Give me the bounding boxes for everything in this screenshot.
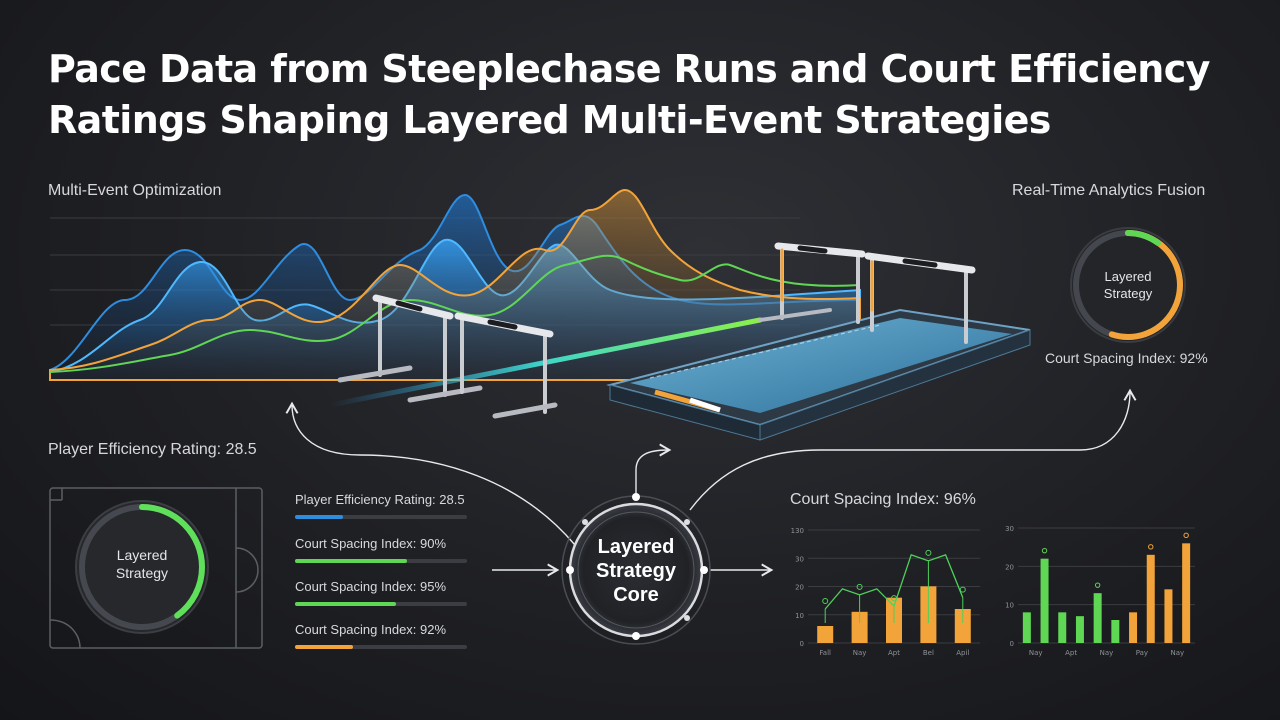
core-line2: Strategy: [595, 560, 677, 582]
metric-bar-label: Court Spacing Index: 92%: [295, 622, 447, 637]
ring-right: [1070, 227, 1186, 343]
ring-left: [75, 500, 209, 634]
court-spacing-label-right: Court Spacing Index: 92%: [1045, 350, 1208, 366]
hurdles: [337, 242, 976, 419]
metric-bar-label: Court Spacing Index: 90%: [295, 536, 447, 551]
bar: [1075, 616, 1084, 643]
metric-bar-court-spacing-92: Court Spacing Index: 92%: [295, 622, 467, 649]
y-tick-label: 0: [1010, 640, 1014, 648]
y-tick-label: 10: [1005, 602, 1014, 610]
y-tick-label: 20: [795, 584, 804, 592]
bar: [817, 626, 834, 643]
marker: [925, 549, 932, 556]
court-spacing-chart-title: Court Spacing Index: 96%: [790, 491, 976, 508]
wave-green: [49, 254, 861, 373]
ring-right-line1: Layered: [1104, 269, 1152, 284]
y-tick-label: 0: [800, 640, 804, 648]
court-panel: [49, 487, 263, 649]
bar: [851, 611, 868, 643]
x-tick-label: Nay: [853, 649, 867, 657]
metric-bar-fill: [295, 559, 407, 563]
bar: [1111, 620, 1120, 643]
pace-waveform: [49, 188, 861, 381]
marker: [1041, 547, 1048, 554]
marker: [959, 586, 966, 593]
metric-bar-track: [295, 602, 467, 606]
marker: [822, 598, 829, 604]
connectors: [292, 392, 1130, 570]
bar: [954, 609, 971, 643]
x-tick-label: Nay: [1029, 649, 1043, 657]
marker: [856, 583, 863, 590]
ring-left-label: Layered Strategy: [102, 546, 182, 582]
x-tick-label: Apil: [956, 649, 969, 657]
marker: [1183, 532, 1189, 539]
strategy-core: [561, 493, 711, 645]
metric-bar-fill: [295, 515, 344, 519]
ring-left-line2: Strategy: [115, 565, 169, 581]
x-tick-label: Bel: [923, 649, 934, 657]
x-tick-label: Fall: [819, 649, 831, 657]
bar: [1129, 612, 1138, 643]
arrow-to-pit: [635, 450, 668, 497]
core-label: Layered Strategy Core: [572, 535, 700, 607]
x-tick-label: Nay: [1100, 649, 1114, 657]
arrow-to-waves: [292, 405, 576, 546]
realtime-analytics-label: Real-Time Analytics Fusion: [1012, 182, 1206, 199]
marker: [1148, 544, 1154, 550]
bar: [1146, 554, 1155, 643]
core-line1: Layered: [597, 536, 675, 558]
y-tick-label: 10: [795, 612, 804, 620]
x-tick-label: Nay: [1170, 649, 1184, 657]
x-tick-label: Apt: [888, 649, 900, 657]
metric-bar-court-spacing-90: Court Spacing Index: 90%: [295, 536, 467, 563]
arrow-to-realtime: [689, 392, 1130, 511]
y-tick-label: 30: [795, 555, 804, 563]
bar: [1022, 612, 1031, 643]
y-tick-label: 20: [1005, 563, 1014, 571]
bar: [1093, 593, 1102, 643]
multi-event-label: Multi-Event Optimization: [48, 182, 222, 199]
metric-bar-player-efficiency: Player Efficiency Rating: 28.5: [295, 492, 467, 519]
metric-bar-fill: [295, 602, 397, 606]
core-line3: Core: [613, 584, 659, 606]
ring-right-label: Layered Strategy: [1088, 268, 1168, 302]
marker: [891, 595, 897, 602]
metric-bar-label: Player Efficiency Rating: 28.5: [295, 492, 465, 507]
y-tick-label: 30: [1005, 525, 1014, 533]
bar: [1164, 589, 1173, 643]
bar: [1058, 612, 1067, 643]
metric-bar-fill: [295, 645, 354, 649]
player-efficiency-label: Player Efficiency Rating: 28.5: [48, 441, 257, 458]
metric-bar-court-spacing-95: Court Spacing Index: 95%: [295, 579, 467, 606]
y-tick-label: 130: [791, 527, 804, 535]
marker: [1094, 582, 1101, 588]
x-tick-label: Pay: [1136, 649, 1148, 657]
metric-bar-track: [295, 515, 467, 519]
x-tick-label: Apt: [1065, 649, 1077, 657]
metric-bar-track: [295, 559, 467, 563]
page-title: Pace Data from Steeplechase Runs and Cou…: [48, 47, 1210, 142]
ring-left-line1: Layered: [116, 547, 168, 563]
water-jump-pit: [606, 308, 1031, 441]
bar: [1182, 543, 1191, 643]
metric-bar-track: [295, 645, 467, 649]
ring-right-line2: Strategy: [1103, 286, 1153, 301]
wave-orange: [49, 188, 861, 381]
bar: [1040, 558, 1049, 643]
metric-bar-label: Court Spacing Index: 95%: [295, 579, 447, 594]
